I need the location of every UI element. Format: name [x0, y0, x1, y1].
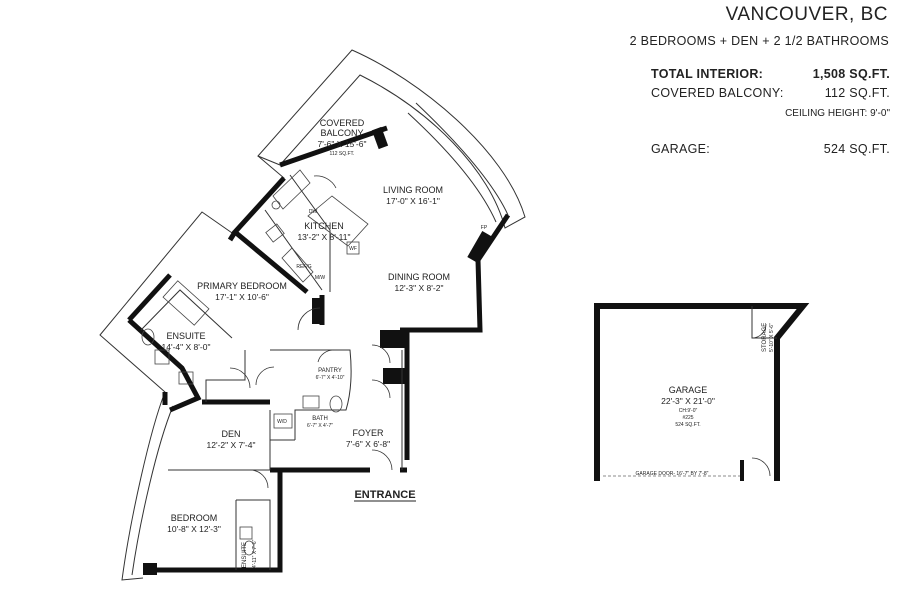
foyer-dims: 7'-6" X 6'-8"	[346, 439, 390, 449]
garage-ch: CH:9'-0"	[679, 408, 698, 414]
garage-area: 524 SQ.FT.	[675, 422, 700, 428]
garage-door-label: GARAGE DOOR- 16'-7" BY 7'-8"	[636, 471, 709, 477]
primary-name: PRIMARY BEDROOM	[197, 281, 287, 291]
balcony-name-2: BALCONY	[320, 128, 363, 138]
bath-dims: 6'-7" X 4'-7"	[307, 423, 333, 429]
room-labels: COVERED BALCONY 7'-6" X 15'-6" 112 SQ.FT…	[162, 118, 775, 568]
ensuite-fixtures	[141, 280, 343, 556]
balcony-name-1: COVERED	[320, 118, 365, 128]
storage-dims: 5'-10" X 5'-6"	[769, 323, 775, 352]
garage-value: 524 SQ.FT.	[823, 142, 890, 156]
ensuite1-dims: 14'-4" X 8'-0"	[162, 342, 211, 352]
primary-dims: 17'-1" X 10'-6"	[215, 292, 269, 302]
kitchen-dims: 13'-2" X 8'-11"	[297, 232, 350, 242]
door-swings	[229, 175, 393, 489]
balcony-dims: 7'-6" X 15'-6"	[318, 139, 367, 149]
living-name: LIVING ROOM	[383, 185, 443, 195]
den-dims: 12'-2" X 7'-4"	[207, 440, 256, 450]
appliance-wf: WF	[349, 246, 357, 252]
exterior-wall-outer	[99, 155, 285, 581]
ensuite1-name: ENSUITE	[166, 331, 205, 341]
garage-dims: 22'-3" X 21'-0"	[661, 396, 715, 406]
kitchen-counters	[265, 169, 369, 283]
storage-name: STORAGE	[762, 323, 768, 352]
balcony-area: 112 SQ.FT.	[330, 151, 355, 157]
total-interior-value: 1,508 SQ.FT.	[812, 67, 890, 81]
foyer-name: FOYER	[352, 428, 384, 438]
appliance-fp: FP	[481, 225, 488, 231]
living-curve-wall	[415, 102, 509, 216]
entrance-label: ENTRANCE	[354, 489, 415, 501]
bath-name: BATH	[312, 416, 328, 422]
appliance-dw: DW	[309, 209, 318, 215]
dining-name: DINING ROOM	[388, 272, 450, 282]
bedroom-name: BEDROOM	[171, 513, 218, 523]
garage-walls	[594, 303, 810, 481]
appliance-mw: M/W	[315, 275, 326, 281]
garage-num: #225	[682, 415, 693, 421]
kitchen-name: KITCHEN	[304, 221, 344, 231]
exterior-curve-inner	[131, 405, 174, 576]
den-name: DEN	[221, 429, 240, 439]
balcony-outline	[257, 49, 526, 229]
total-interior-label: TOTAL INTERIOR:	[651, 67, 764, 81]
pantry-dims: 6'-7" X 4'-10"	[316, 375, 345, 381]
living-dims: 17'-0" X 16'-1"	[386, 196, 440, 206]
appliance-refg: REF/G	[296, 264, 311, 270]
appliance-wd: W/D	[277, 419, 287, 425]
covered-balcony-label: COVERED BALCONY:	[651, 86, 784, 100]
pantry-name: PANTRY	[318, 368, 342, 374]
ensuite2-name: ENSUITE	[242, 542, 248, 568]
living-curve-wall-inner	[407, 112, 497, 223]
ceiling-height: CEILING HEIGHT: 9'-0"	[785, 108, 890, 119]
garage-name: GARAGE	[669, 385, 708, 395]
covered-balcony-value: 112 SQ.FT.	[824, 86, 890, 100]
city-title: VANCOUVER, BC	[725, 4, 888, 25]
garage-label: GARAGE:	[651, 142, 711, 156]
ensuite2-dims: 4'-11" X 7'-6"	[252, 539, 258, 568]
bedroom-dims: 10'-8" X 12'-3"	[167, 524, 221, 534]
dining-dims: 12'-3" X 8'-2"	[395, 283, 444, 293]
unit-summary: 2 BEDROOMS + DEN + 2 1/2 BATHROOMS	[629, 34, 889, 48]
thin-walls	[140, 174, 403, 570]
